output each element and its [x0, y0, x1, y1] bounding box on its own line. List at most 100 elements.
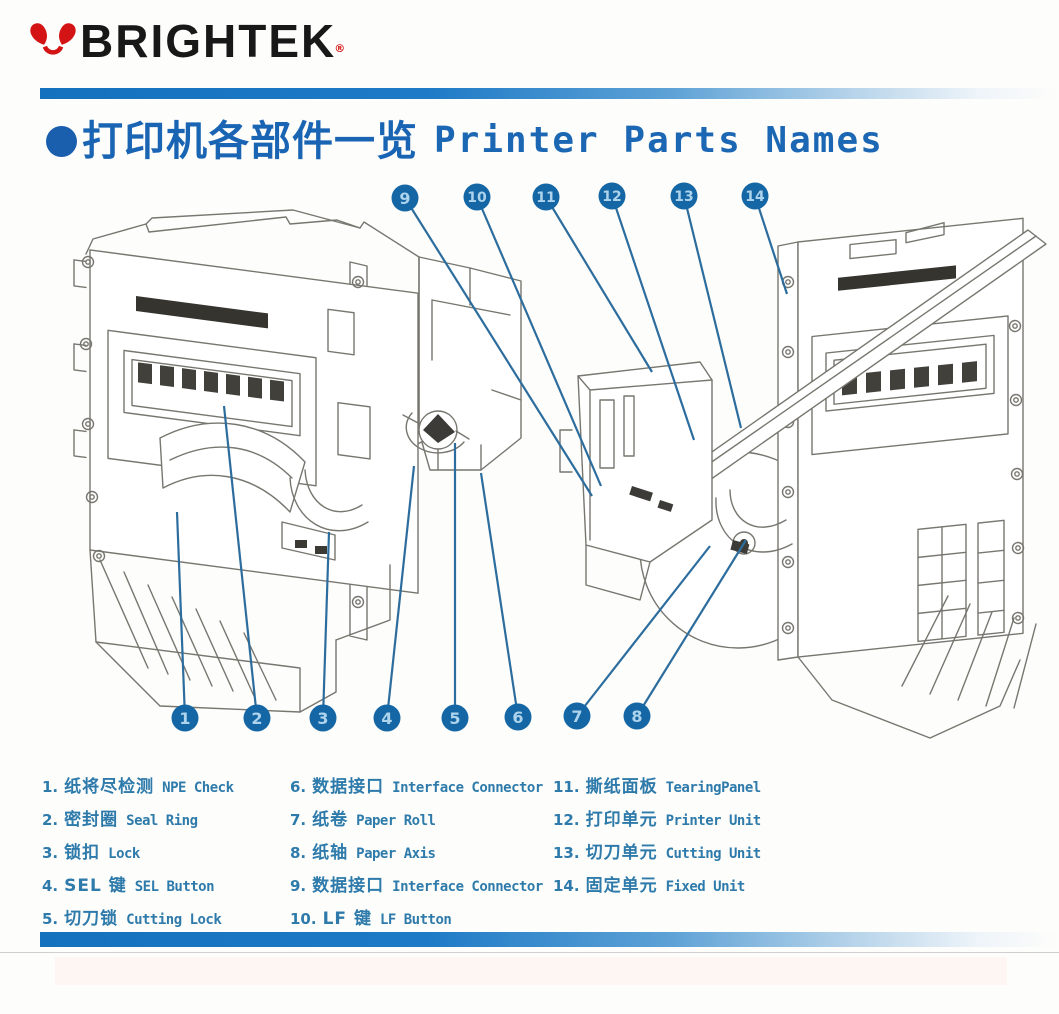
callout-circle-1 [171, 704, 199, 732]
left-roll-holder-fins [99, 559, 277, 701]
legend-num: 13. [553, 844, 580, 862]
legend-column-2: 6. 数据接口 Interface Connector 7. 纸卷 Paper Roll 8… [290, 770, 543, 935]
legend-item: 1. 纸将尽检测 NPE Check [42, 770, 234, 803]
legend-item: 12. 打印单元 Printer Unit [553, 803, 761, 836]
callout-number-3: 3 [317, 709, 328, 728]
legend-en: Cutting Unit [665, 846, 762, 862]
callout-number-7: 7 [571, 707, 582, 726]
callout-number-13: 13 [674, 189, 693, 205]
legend-item: 13. 切刀单元 Cutting Unit [553, 836, 761, 869]
leader-line-8 [636, 539, 747, 717]
interface-connector-module [559, 361, 713, 601]
callout-number-12: 12 [602, 189, 621, 205]
page-title: 打印机各部件一览 Printer Parts Names [46, 112, 884, 170]
legend-item: 2. 密封圈 Seal Ring [42, 803, 234, 836]
callout-circle-6 [504, 703, 532, 731]
callout-number-10: 10 [467, 190, 487, 206]
legend-zh: 固定单元 [585, 876, 658, 896]
legend-num: 2. [42, 811, 59, 829]
legend-en: Cutting Lock [126, 912, 222, 928]
left-toothed-slot [123, 349, 301, 437]
leader-line-12 [610, 195, 696, 441]
legend-num: 11. [553, 778, 580, 796]
legend-num: 4. [42, 877, 59, 895]
callout-circle-8 [623, 702, 651, 730]
legend-zh: LF 键 [322, 909, 372, 929]
legend-num: 5. [42, 910, 59, 928]
legend-zh: SEL 键 [64, 876, 127, 896]
leader-line-3 [321, 531, 331, 719]
callout-number-8: 8 [631, 707, 642, 726]
callout-circle-7 [563, 702, 591, 730]
legend-en: TearingPanel [665, 780, 762, 796]
legend-num: 1. [42, 778, 59, 796]
legend-zh: 数据接口 [312, 876, 385, 896]
leader-line-13 [682, 195, 743, 429]
legend-zh: 密封圈 [64, 810, 119, 830]
callout-number-14: 14 [745, 189, 765, 205]
legend-zh: 纸将尽检测 [64, 777, 155, 797]
legend-zh: 打印单元 [585, 810, 658, 830]
header-divider-bar [40, 88, 1059, 99]
legend-en: Fixed Unit [665, 879, 746, 895]
callout-circle-4 [373, 704, 401, 732]
leader-line-14 [753, 195, 789, 295]
legend-item: 4. SEL 键 SEL Button [42, 869, 234, 902]
legend-en: Paper Axis [356, 846, 436, 862]
leader-line-4 [385, 465, 416, 719]
page-title-chinese: 打印机各部件一览 [82, 117, 418, 165]
callout-number-9: 9 [399, 189, 410, 208]
leader-line-9 [404, 197, 593, 497]
legend-num: 9. [290, 877, 307, 895]
legend-num: 10. [290, 910, 317, 928]
brightek-w-icon [30, 23, 76, 55]
brand-name: BRIGHTEK [80, 15, 337, 67]
leader-line-1 [175, 511, 187, 719]
left-screws [79, 255, 365, 609]
legend-num: 8. [290, 844, 307, 862]
leader-line-7 [576, 545, 711, 717]
callout-circle-12 [598, 182, 626, 210]
leader-line-6 [479, 472, 520, 718]
legend-column-3: 11. 撕纸面板 TearingPanel 12. 打印单元 Printer Unit 13… [553, 770, 761, 902]
legend-zh: 切刀单元 [585, 843, 658, 863]
legend-num: 14. [553, 877, 580, 895]
legend-num: 6. [290, 778, 307, 796]
legend-zh: 锁扣 [64, 843, 101, 863]
callout-number-11: 11 [536, 190, 555, 206]
left-model-label-bar [136, 296, 268, 329]
legend-zh: 纸卷 [312, 810, 349, 830]
callout-circle-3 [309, 704, 337, 732]
brand-logo: BRIGHTEK ® [26, 12, 347, 70]
callout-circle-13 [670, 182, 698, 210]
legend-zh: 数据接口 [312, 777, 385, 797]
legend-en: Interface Connector [392, 780, 543, 796]
legend-en: Printer Unit [665, 813, 762, 829]
legend-num: 3. [42, 844, 59, 862]
callout-circle-10 [463, 183, 491, 211]
callout-circle-14 [741, 182, 769, 210]
callout-circle-11 [532, 183, 560, 211]
legend-num: 7. [290, 811, 307, 829]
leader-line-2 [222, 405, 259, 719]
legend-item: 7. 纸卷 Paper Roll [290, 803, 543, 836]
legend-num: 12. [553, 811, 580, 829]
legend-en: LF Button [379, 912, 452, 928]
legend-item: 11. 撕纸面板 TearingPanel [553, 770, 761, 803]
legend-zh: 纸轴 [312, 843, 349, 863]
callout-number-2: 2 [251, 709, 262, 728]
legend-zh: 撕纸面板 [585, 777, 658, 797]
legend-item: 8. 纸轴 Paper Axis [290, 836, 543, 869]
legend-en: Paper Roll [356, 813, 436, 829]
legend-item: 6. 数据接口 Interface Connector [290, 770, 543, 803]
legend-en: SEL Button [134, 879, 215, 895]
right-model-label-bar [838, 265, 956, 291]
left-printer-drawing [73, 209, 522, 713]
legend-en: NPE Check [162, 780, 234, 796]
legend-en: Seal Ring [126, 813, 198, 829]
